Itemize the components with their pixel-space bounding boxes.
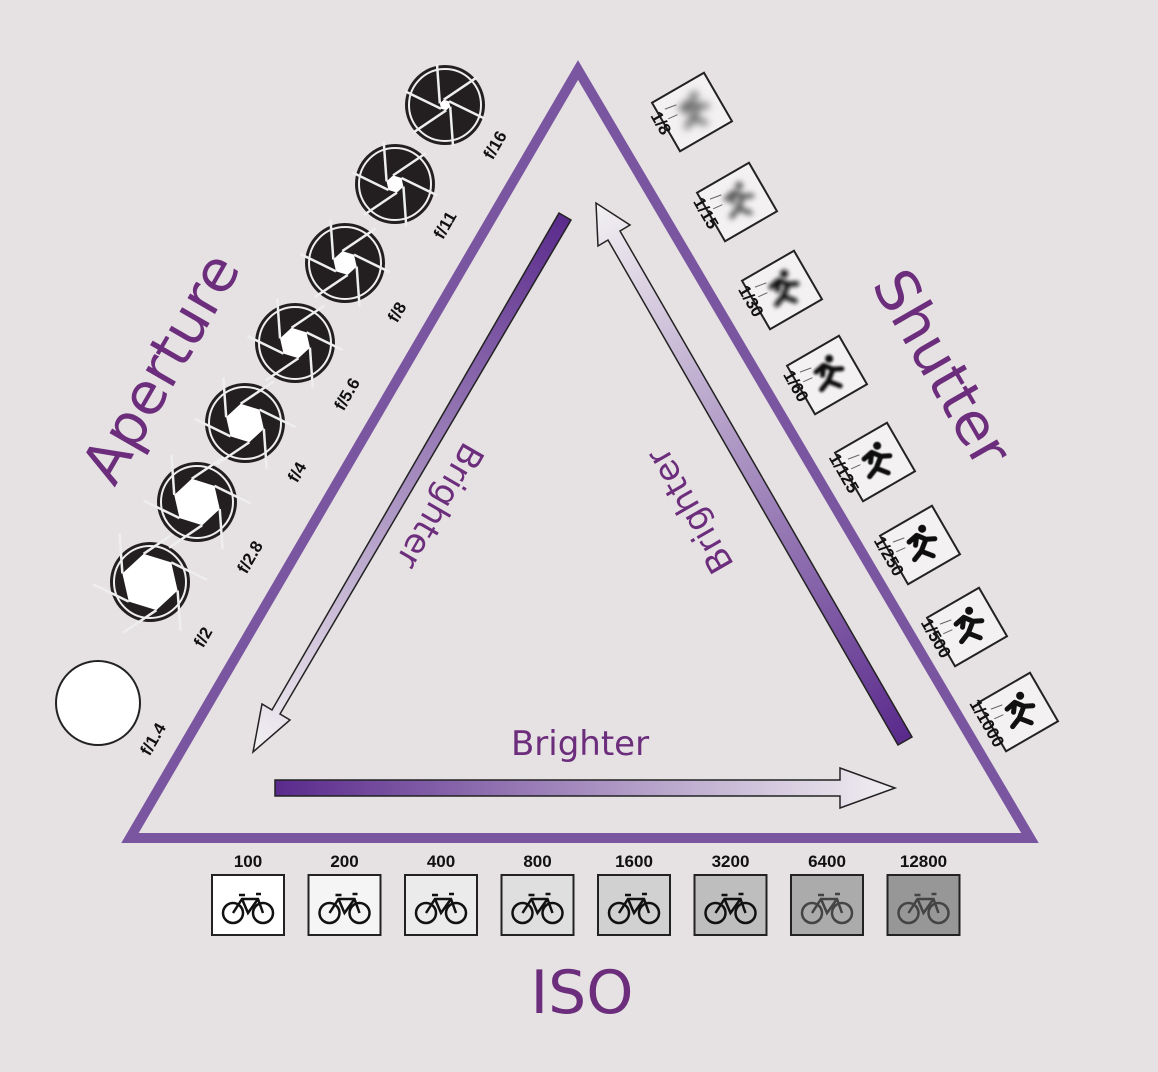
iso-label: 1600	[615, 852, 653, 871]
iso-brighter-arrow	[274, 766, 898, 810]
iso-label: 3200	[712, 852, 750, 871]
shutter-speed-icon	[878, 504, 962, 586]
bicycle-icon	[414, 892, 468, 925]
shutter-brighter-arrow	[595, 201, 914, 747]
bicycle-icon	[800, 892, 854, 925]
iso-sample	[500, 874, 575, 936]
shutter-speed-icon	[925, 586, 1009, 668]
aperture-brighter-arrow	[251, 211, 573, 754]
aperture-label: f/4	[284, 458, 311, 485]
shutter-speed-icon	[976, 671, 1060, 753]
aperture-label: f/2	[190, 624, 216, 651]
aperture-label: f/2.8	[234, 538, 267, 577]
aperture-icon	[351, 141, 439, 227]
iso-sample	[597, 874, 671, 936]
aperture-label: f/1.4	[137, 719, 171, 758]
running-figure-icon	[768, 269, 800, 308]
aperture-label: f/11	[430, 208, 461, 242]
running-figure-icon	[953, 606, 985, 645]
shutter-speed-icon	[695, 161, 779, 243]
iso-label: 6400	[808, 852, 846, 871]
bicycle-icon	[318, 892, 371, 925]
aperture-icon	[247, 298, 343, 388]
iso-sample	[404, 874, 478, 936]
exposure-triangle	[121, 60, 1039, 843]
shutter-speed-icon	[650, 71, 734, 153]
running-figure-icon	[813, 354, 845, 393]
bicycle-icon	[221, 892, 275, 925]
iso-sample	[211, 874, 285, 936]
bicycle-icon	[704, 892, 757, 925]
iso-sample	[693, 874, 768, 936]
aperture-icon	[194, 377, 296, 469]
bicycle-icon	[607, 892, 661, 925]
bicycle-icon	[511, 892, 564, 925]
running-figure-icon	[723, 181, 755, 220]
aperture-label: f/8	[384, 299, 410, 326]
iso-label: 400	[427, 852, 455, 871]
iso-sample	[307, 874, 382, 936]
running-figure-icon	[678, 91, 710, 130]
running-figure-icon	[1004, 691, 1036, 730]
iso-scale: 100 200 400 800 1600 3200 6400 12800	[211, 852, 961, 936]
aperture-label: f/16	[480, 128, 511, 163]
running-figure-icon	[861, 441, 893, 480]
aperture-icon	[299, 219, 391, 307]
iso-sample	[790, 874, 864, 936]
aperture-icon	[92, 530, 208, 634]
shutter-speed-icon	[833, 421, 917, 503]
aperture-label: f/5.6	[331, 375, 364, 414]
running-figure-icon	[906, 524, 938, 563]
iso-label: 200	[330, 852, 358, 871]
shutter-brighter-label: Brighter	[639, 441, 743, 581]
iso-brighter-label: Brighter	[511, 724, 649, 764]
shutter-speed-icon	[785, 334, 869, 416]
iso-label: 100	[234, 852, 262, 871]
aperture-icon	[55, 660, 141, 746]
iso-title: ISO	[530, 958, 633, 1028]
iso-label: 12800	[900, 852, 947, 871]
aperture-icon	[404, 63, 486, 147]
bicycle-icon	[897, 892, 950, 925]
iso-label: 800	[523, 852, 551, 871]
iso-sample	[886, 874, 961, 936]
aperture-icon	[143, 454, 251, 550]
shutter-speed-icon	[740, 249, 824, 331]
